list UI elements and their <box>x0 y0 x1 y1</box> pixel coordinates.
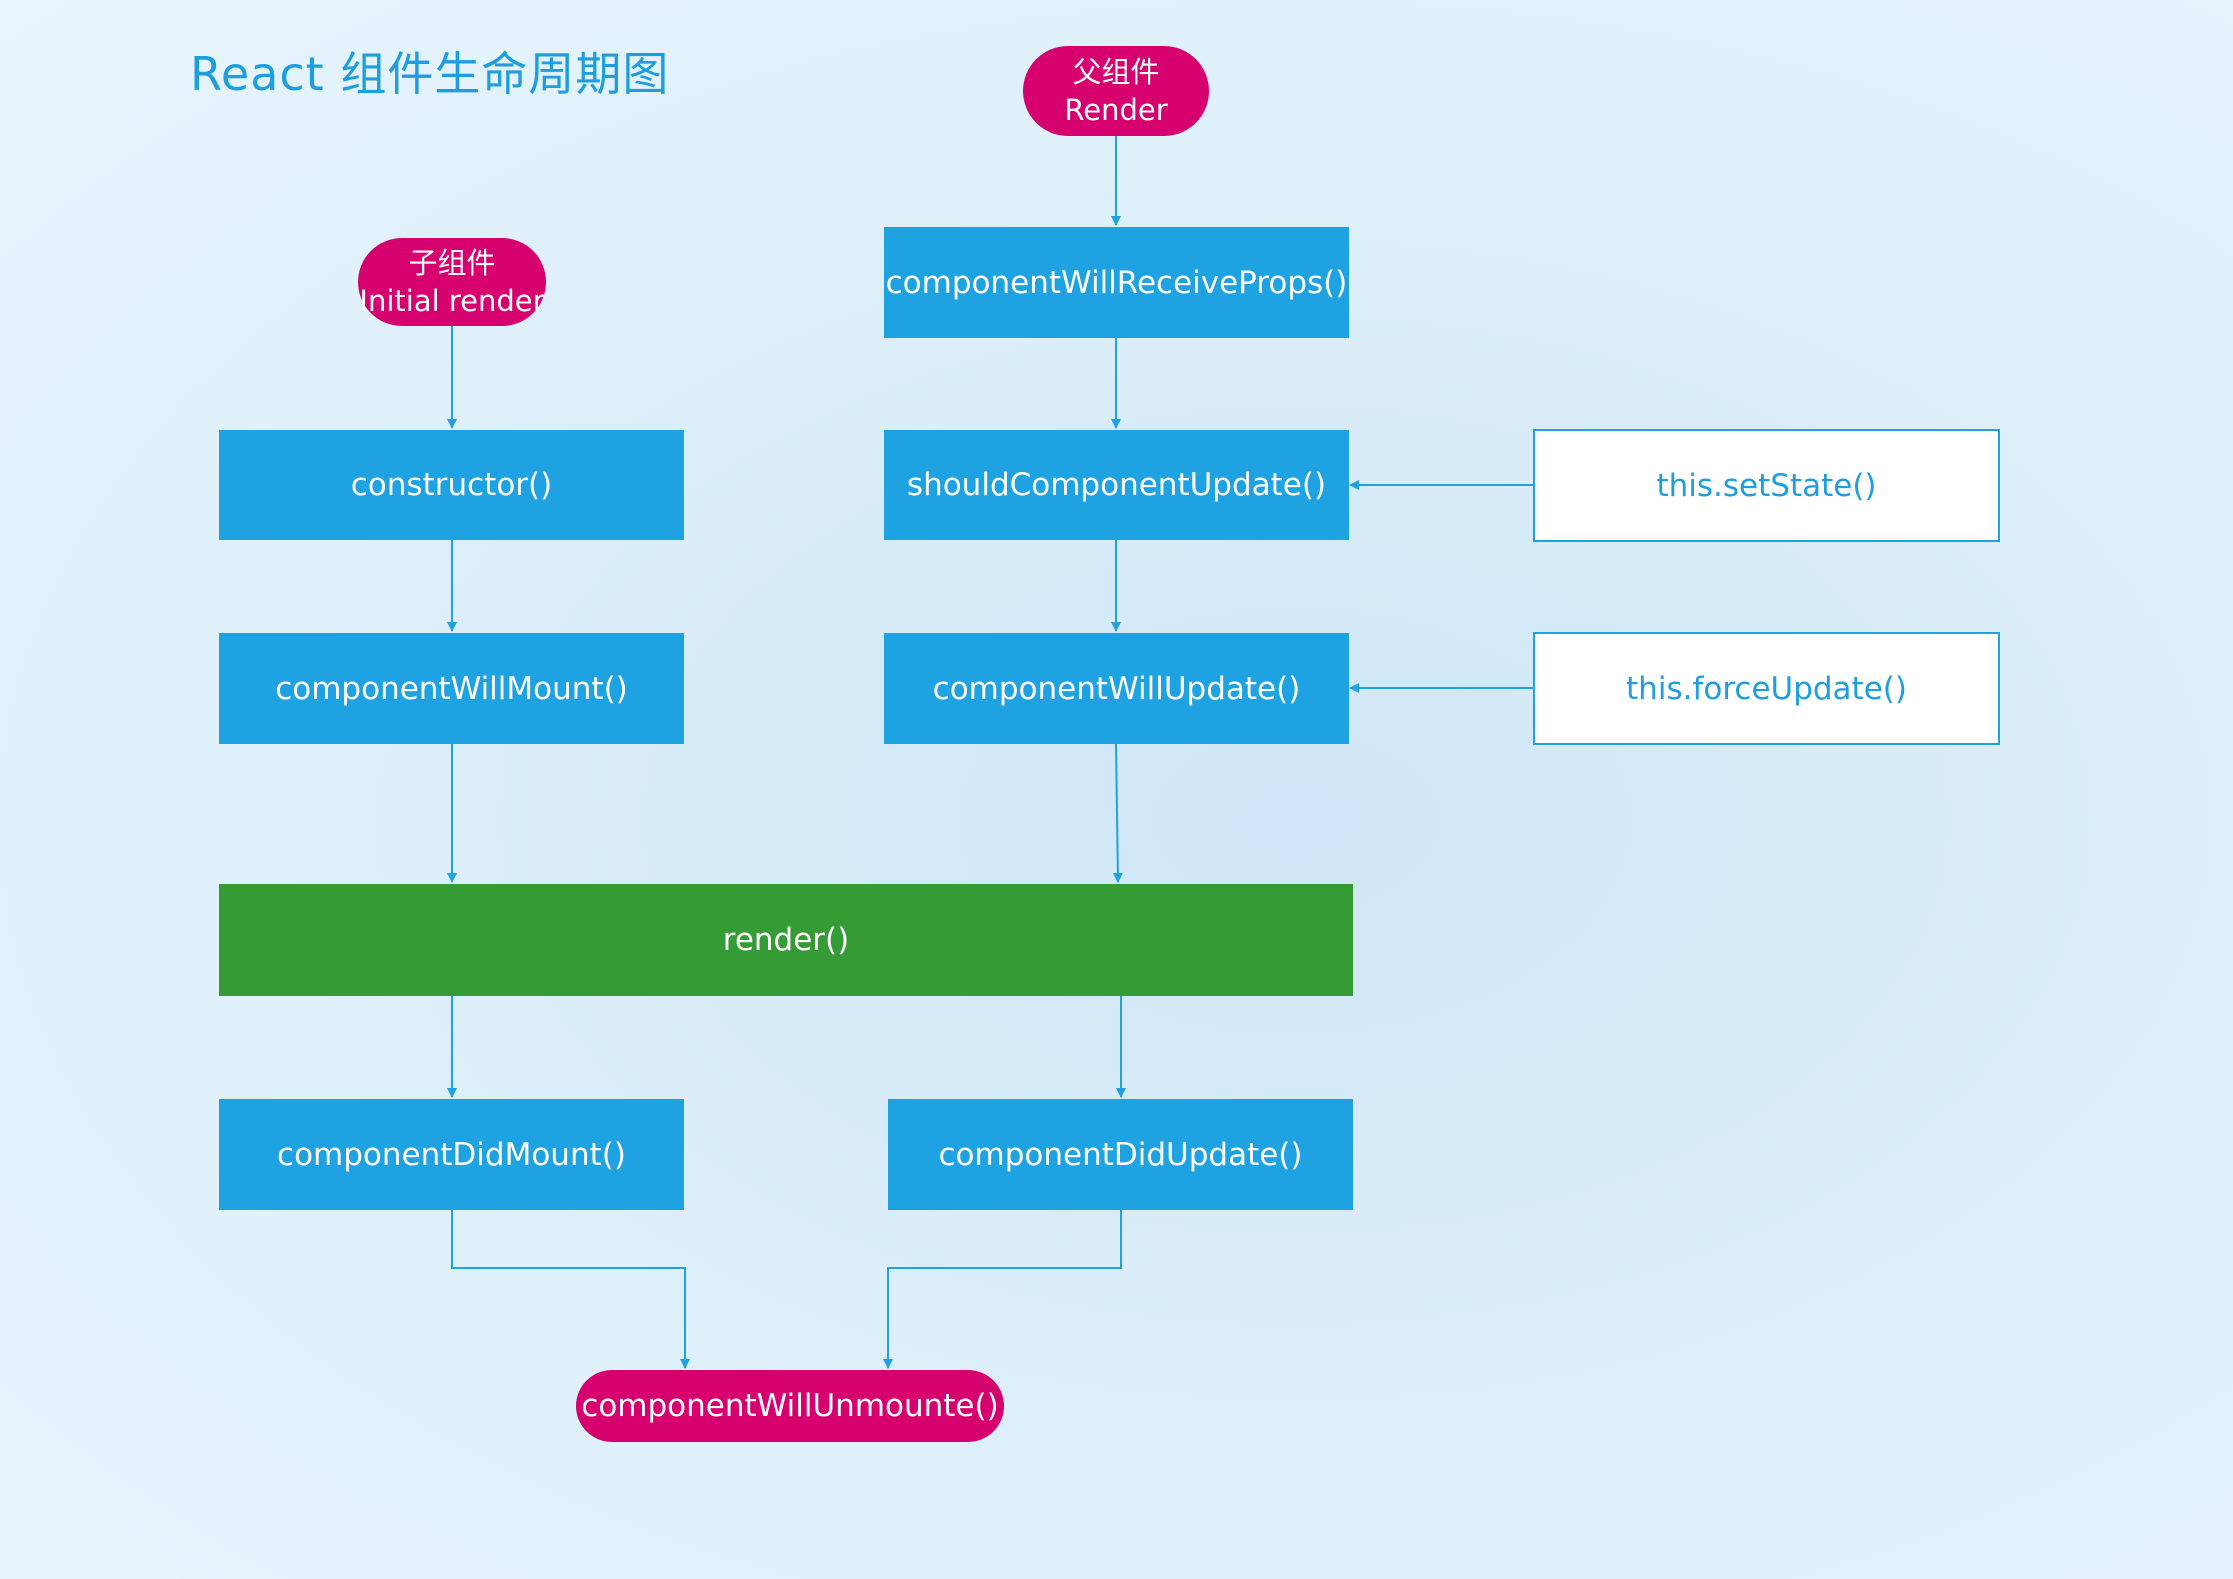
parent-render-line1: 父组件 <box>1072 55 1160 89</box>
arrow-willupdate-to-render <box>1112 743 1123 883</box>
constructor-box: constructor() <box>219 430 684 540</box>
parent-render-line2: Render <box>1064 93 1168 127</box>
component-will-receive-props-box: componentWillReceiveProps() <box>884 227 1349 338</box>
component-will-update-box: componentWillUpdate() <box>884 633 1349 744</box>
component-will-mount-box: componentWillMount() <box>219 633 684 744</box>
arrow-didupdate-to-unmount <box>883 1210 1122 1369</box>
render-box: render() <box>219 884 1353 996</box>
child-initial-render-terminal: 子组件 Initial render <box>358 238 546 326</box>
child-initial-render-line1: 子组件 <box>408 246 496 280</box>
parent-render-terminal: 父组件 Render <box>1023 46 1209 136</box>
set-state-box: this.setState() <box>1533 429 2000 542</box>
diagram-title: React 组件生命周期图 <box>190 47 670 101</box>
should-component-update-box: shouldComponentUpdate() <box>884 430 1349 540</box>
arrow-didmount-to-unmount <box>451 1210 690 1369</box>
component-did-mount-box: componentDidMount() <box>219 1099 684 1210</box>
component-will-unmounte-terminal: componentWillUnmounte() <box>576 1370 1004 1442</box>
component-did-update-box: componentDidUpdate() <box>888 1099 1353 1210</box>
force-update-box: this.forceUpdate() <box>1533 632 2000 745</box>
child-initial-render-line2: Initial render <box>359 284 545 318</box>
